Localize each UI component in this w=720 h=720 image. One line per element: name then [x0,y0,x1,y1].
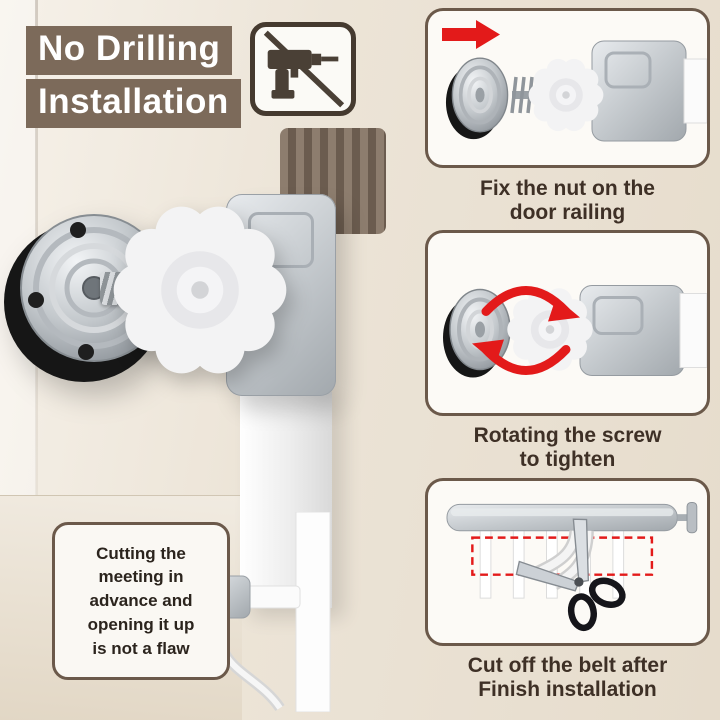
note-panel: Cutting the meeting in advance and openi… [52,522,230,680]
step1-caption-line1: Fix the nut on the [480,177,655,200]
step2-illustration [441,285,707,380]
tension-knob [113,206,287,374]
tension-bolt-handle [686,501,698,534]
red-arrow-icon [442,20,500,49]
step2-panel [425,230,710,416]
note-line1: Cutting the [96,543,186,563]
note-line2: meeting in [98,567,184,587]
step1-caption: Fix the nut on the door railing [420,177,715,225]
step1-panel [425,8,710,168]
gate-post-lower [295,512,331,712]
rotate-arrows-icon [472,286,580,375]
prohibition-slash [263,30,345,108]
step2-caption: Rotating the screw to tighten [420,424,715,472]
page-title: No Drilling Installation [26,26,241,132]
step3-panel [425,478,710,646]
title-line1: No Drilling [26,26,233,75]
note-line4: opening it up [87,614,195,634]
no-drilling-icon [250,22,356,116]
note-line3: advance and [89,591,193,611]
step3-caption-line2: Finish installation [478,677,657,701]
step3-caption: Cut off the belt after Finish installati… [420,654,715,702]
note-line5: is not a flaw [92,638,190,658]
step2-caption-line1: Rotating the screw [473,424,662,447]
step3-illustration [446,501,698,643]
step3-caption-line1: Cut off the belt after [467,654,668,677]
step2-caption-line2: to tighten [519,447,616,471]
step1-caption-line2: door railing [509,200,626,224]
nut-disc-icon [444,56,510,142]
step1-illustration [442,20,707,142]
gate-crossbar [243,585,301,609]
title-line2: Installation [26,79,241,128]
